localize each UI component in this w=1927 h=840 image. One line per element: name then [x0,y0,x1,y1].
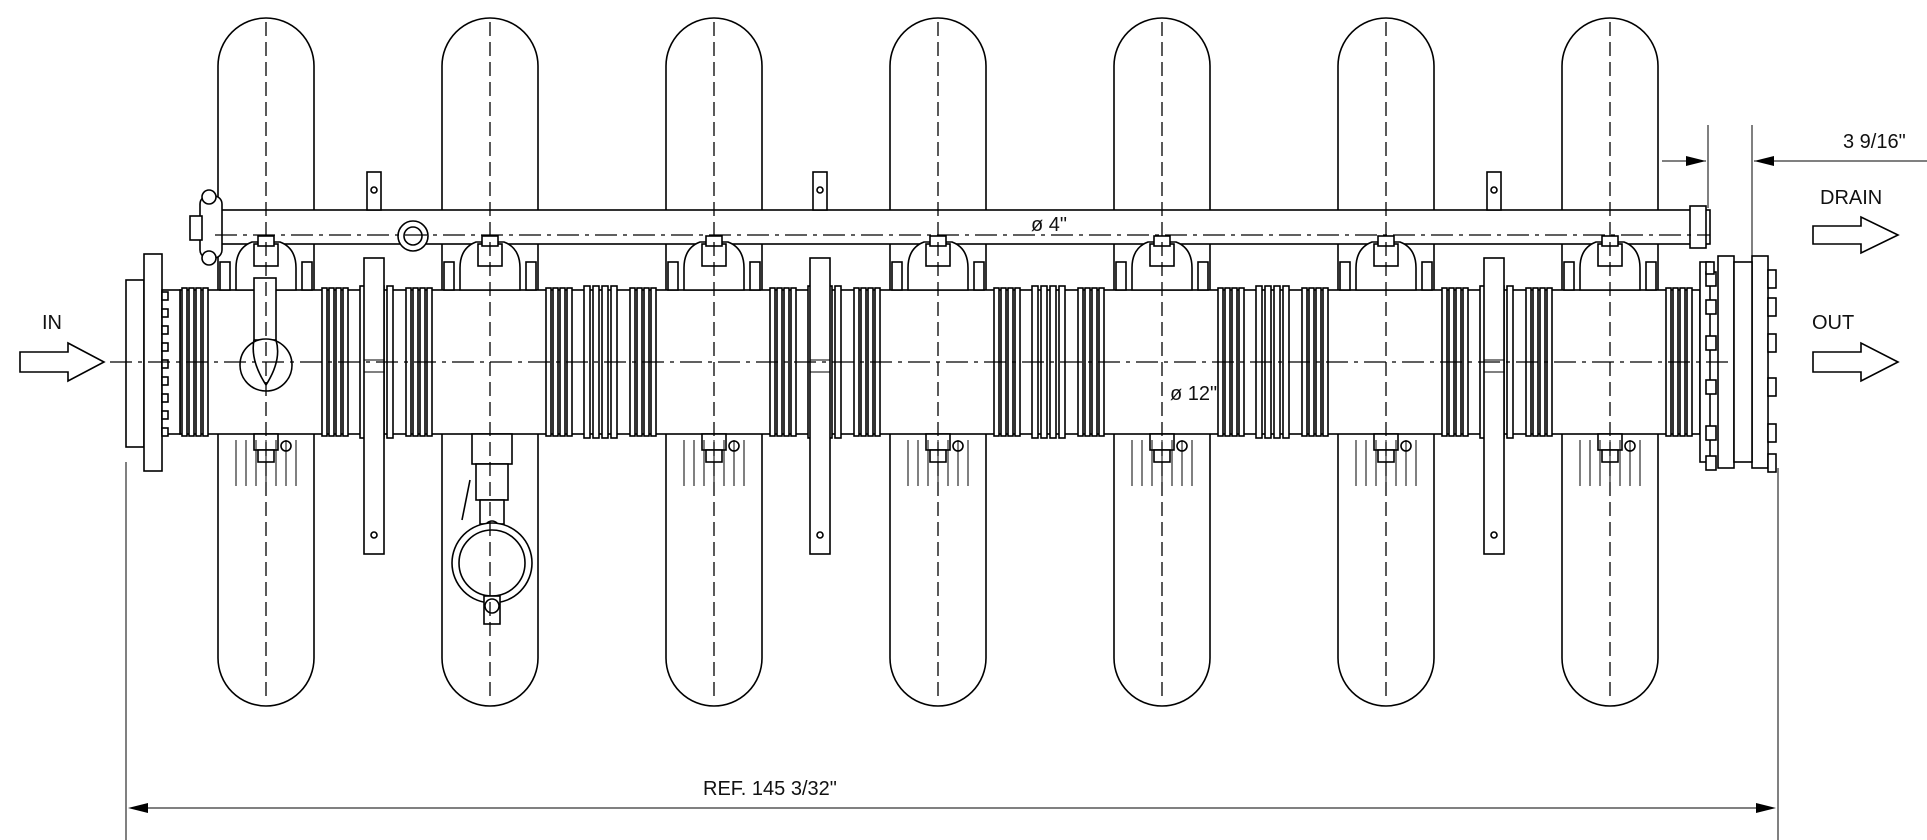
main-pipe-diameter-label: ø 12" [1170,383,1217,405]
offset-dimension [1662,125,1927,256]
air-release-fitting [397,220,429,252]
outlet-arrow [1812,341,1900,383]
overall-length-label: REF. 145 3/32" [703,778,837,800]
inlet-flange [125,253,181,472]
bottom-fittings [235,433,1641,486]
drain-end-cap [189,189,223,266]
overall-length-dimension [125,462,1779,840]
support-leg [363,171,385,555]
support-leg [809,171,831,555]
pressure-gauge-assembly [451,433,533,625]
drain-arrow [1812,215,1900,255]
centerlines [110,22,1730,700]
drain-label: DRAIN [1820,187,1882,209]
drain-pipe-diameter-label: ø 4" [1031,214,1067,236]
outlet-label: OUT [1812,312,1854,334]
support-leg [1483,171,1505,555]
outlet-flange [1699,255,1777,473]
inlet-arrow [19,341,106,383]
inlet-label: IN [42,312,62,334]
offset-dimension-label: 3 9/16" [1843,131,1906,153]
support-legs [363,171,1505,555]
drain-manifold-pipe [189,189,1715,275]
